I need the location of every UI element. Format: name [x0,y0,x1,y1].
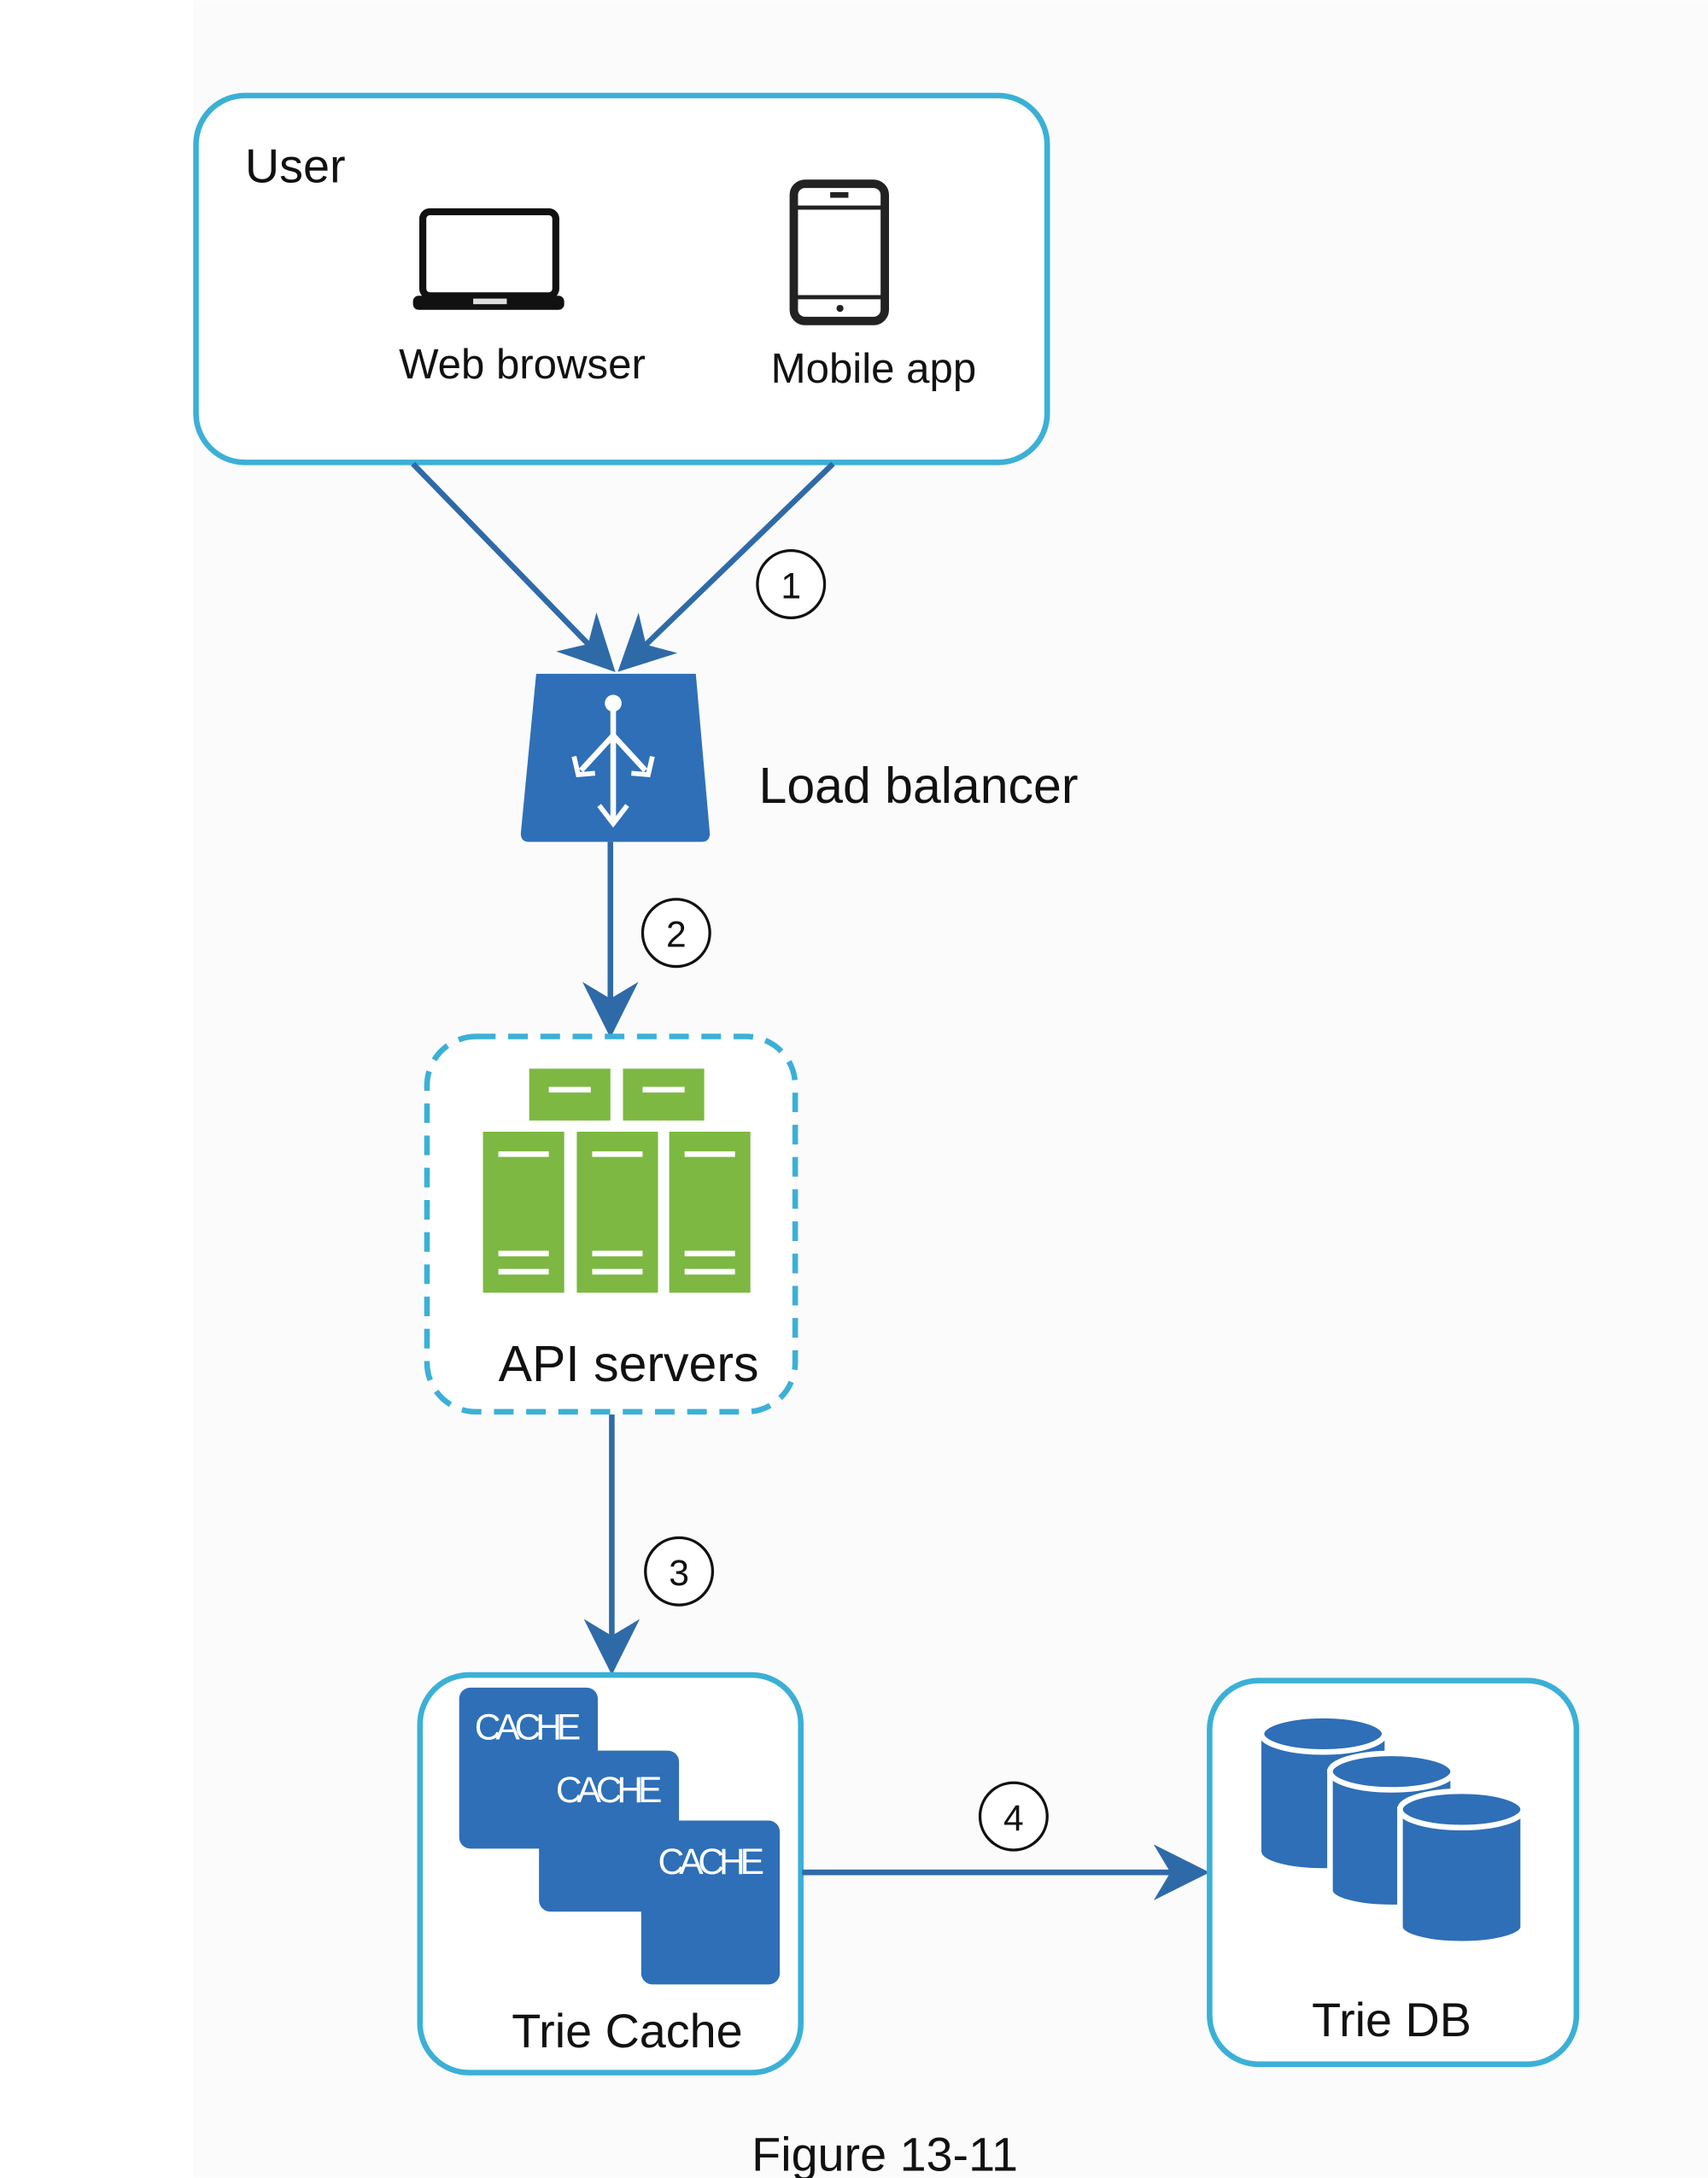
web-browser-label: Web browser [399,341,646,388]
arrow-mobile-to-lb [617,461,835,672]
arrow-web-to-lb [411,461,616,672]
svg-text:CACHE: CACHE [556,1770,663,1811]
load-balancer-icon [520,673,711,842]
api-servers-label: API servers [499,1336,759,1392]
user-group: User Web browser Mobile app [193,92,1050,465]
trie-db-group: Trie DB [1207,1677,1580,2068]
svg-text:1: 1 [781,565,801,606]
step-2-badge: 2 [640,898,711,969]
smartphone-icon [789,179,889,325]
trie-cache-group: CACHE CACHE CACHE Trie Cache [417,1672,804,2076]
cache-tile: CACHE [640,1820,781,1985]
load-balancer-label: Load balancer [759,758,1079,814]
svg-text:CACHE: CACHE [658,1841,764,1882]
step-3-badge: 3 [644,1536,715,1607]
api-servers-group: API servers [424,1033,798,1415]
svg-text:4: 4 [1003,1798,1024,1839]
svg-text:CACHE: CACHE [475,1707,582,1748]
laptop-icon [412,208,564,310]
step-1-badge: 1 [756,549,827,619]
svg-text:3: 3 [669,1553,689,1594]
figure-caption: Figure 13-11 [752,2128,1018,2178]
mobile-app-label: Mobile app [771,345,977,392]
database-icon [1258,1713,1526,1947]
step-4-badge: 4 [978,1781,1049,1852]
svg-text:2: 2 [666,915,687,956]
user-title: User [245,140,346,193]
trie-db-label: Trie DB [1312,1994,1471,2046]
server-rack-icon [483,1069,751,1293]
trie-cache-label: Trie Cache [512,2005,742,2058]
